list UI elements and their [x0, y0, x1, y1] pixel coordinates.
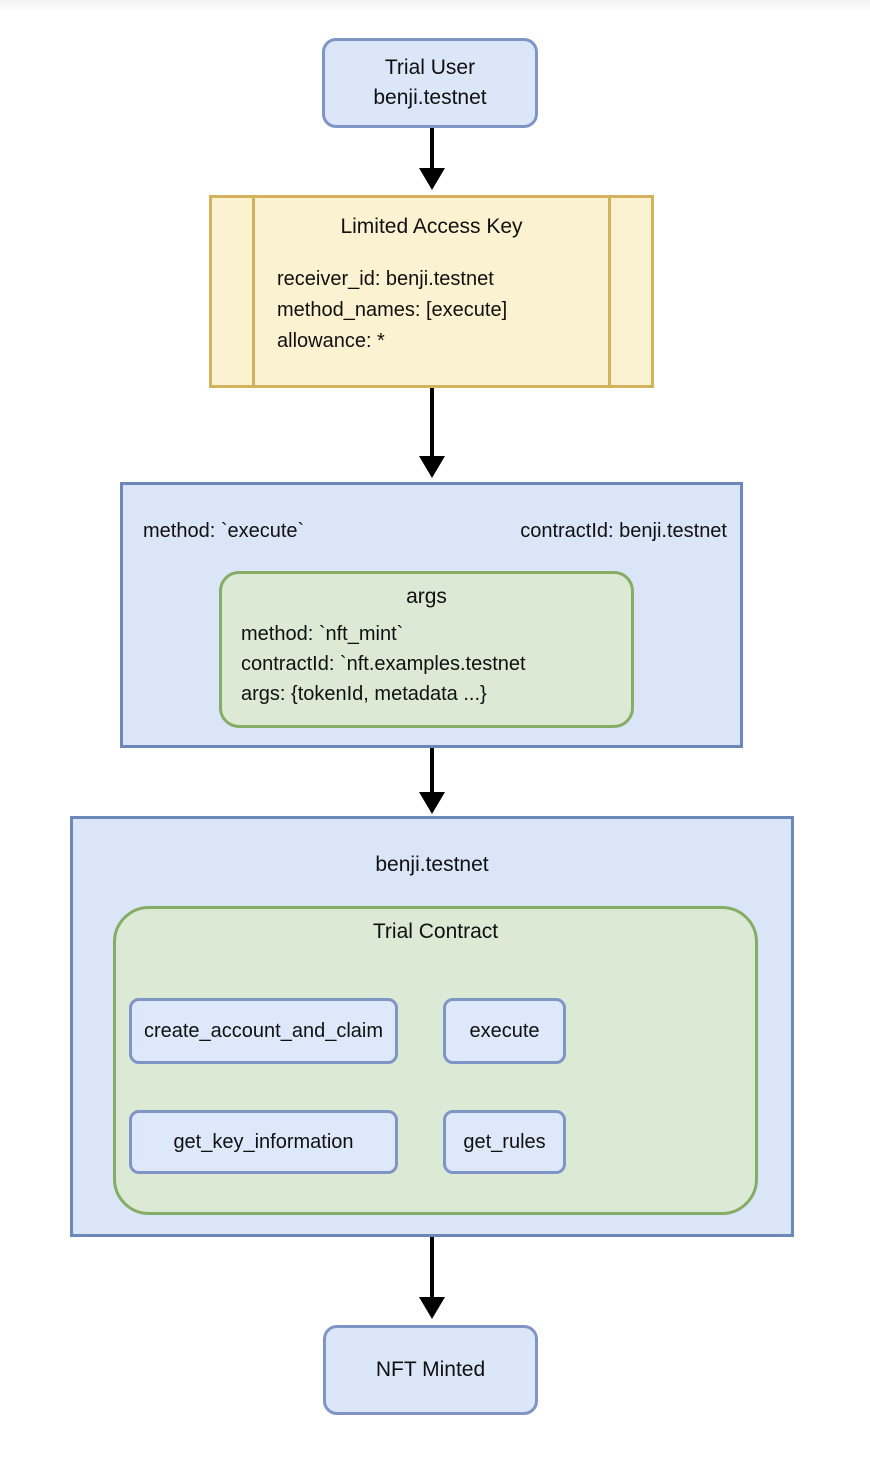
args-box: args method: `nft_mint` contractId: `nft…: [219, 571, 634, 728]
args-box-body: method: `nft_mint` contractId: `nft.exam…: [241, 619, 631, 709]
page-top-fade: [0, 0, 870, 12]
key-method-names-line: method_names: [execute]: [277, 299, 508, 321]
key-allowance-line: allowance: *: [277, 330, 385, 352]
trial-contract-box: Trial Contract create_account_and_claim …: [113, 906, 758, 1215]
method-create-account-and-claim: create_account_and_claim: [129, 998, 398, 1064]
arrow-call-to-account-head-icon: [419, 792, 445, 814]
arrow-call-to-account-shaft: [430, 748, 434, 794]
node-execute-call: method: `execute` contractId: benji.test…: [120, 482, 743, 748]
trial-user-role-label: Trial User: [384, 56, 476, 79]
node-limited-access-key: Limited Access Key receiver_id: benji.te…: [209, 195, 654, 388]
arrow-key-to-call-head-icon: [419, 456, 445, 478]
trial-contract-title: Trial Contract: [372, 920, 499, 943]
limited-access-key-body: receiver_id: benji.testnet method_names:…: [277, 264, 651, 357]
method-label: get_rules: [463, 1130, 546, 1153]
args-method-line: method: `nft_mint`: [241, 623, 404, 645]
args-contract-line: contractId: `nft.examples.testnet: [241, 653, 526, 675]
args-args-line: args: {tokenId, metadata ...}: [241, 683, 487, 705]
account-title: benji.testnet: [375, 853, 489, 876]
node-account: benji.testnet Trial Contract create_acco…: [70, 816, 794, 1237]
arrow-user-to-key-head-icon: [419, 168, 445, 190]
method-get-rules: get_rules: [443, 1110, 566, 1174]
arrow-account-to-nft-shaft: [430, 1237, 434, 1299]
call-method-label: method: `execute`: [143, 520, 305, 542]
trial-user-account-label: benji.testnet: [373, 86, 487, 109]
method-get-key-information: get_key_information: [129, 1110, 398, 1174]
node-nft-minted: NFT Minted: [323, 1325, 538, 1415]
arrow-user-to-key-shaft: [430, 128, 434, 170]
arrow-account-to-nft-head-icon: [419, 1297, 445, 1319]
key-receiver-id-line: receiver_id: benji.testnet: [277, 268, 494, 290]
call-contract-label: contractId: benji.testnet: [520, 520, 727, 542]
limited-access-key-title: Limited Access Key: [340, 215, 523, 238]
arrow-key-to-call-shaft: [430, 388, 434, 458]
node-trial-user: Trial User benji.testnet: [322, 38, 538, 128]
method-label: execute: [469, 1019, 540, 1042]
subroutine-left-divider: [252, 198, 255, 385]
args-box-title: args: [406, 585, 447, 608]
method-label: get_key_information: [173, 1130, 354, 1153]
method-label: create_account_and_claim: [143, 1019, 384, 1042]
method-execute: execute: [443, 998, 566, 1064]
execute-call-header: method: `execute` contractId: benji.test…: [123, 485, 740, 543]
subroutine-right-divider: [608, 198, 611, 385]
nft-minted-label: NFT Minted: [375, 1358, 486, 1381]
